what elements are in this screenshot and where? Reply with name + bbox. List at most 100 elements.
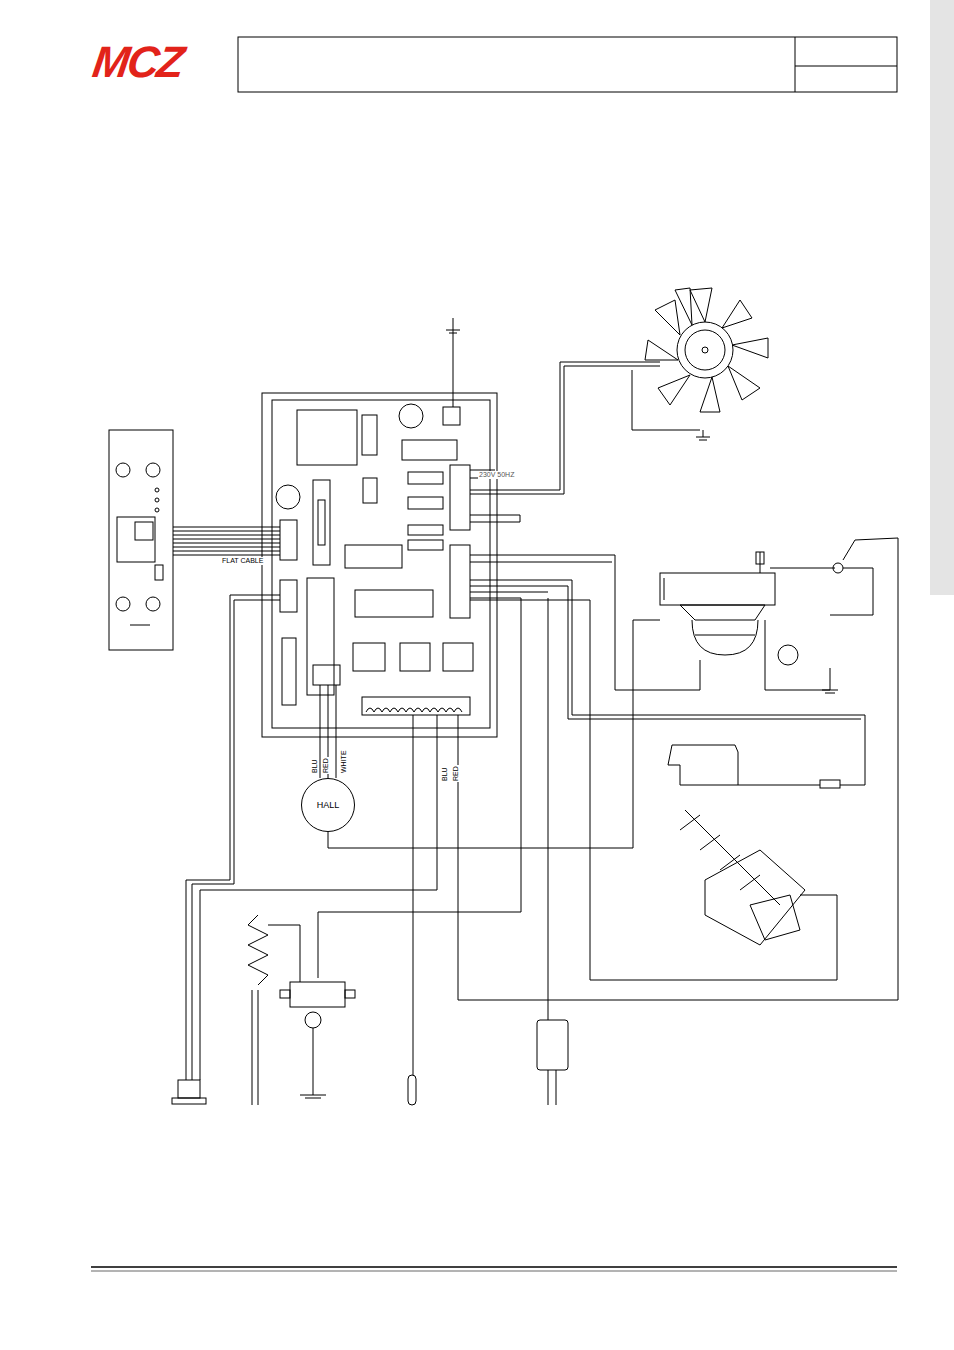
wire-color-label: RED bbox=[452, 765, 460, 782]
auger-motor bbox=[820, 780, 840, 788]
fan bbox=[658, 375, 690, 405]
auger-motor bbox=[470, 586, 861, 719]
footer-rule bbox=[91, 1267, 897, 1271]
voltage-label: 230V 50HZ bbox=[478, 471, 515, 479]
flat-cable bbox=[173, 551, 280, 552]
control-board bbox=[408, 540, 443, 550]
control-board bbox=[262, 393, 497, 737]
exhaust-motor bbox=[664, 578, 665, 600]
control-board bbox=[353, 643, 385, 671]
fan bbox=[690, 288, 712, 322]
exhaust-motor bbox=[458, 538, 898, 1000]
control-board bbox=[262, 393, 497, 737]
terminal-wires bbox=[537, 1020, 568, 1070]
pressure-switch bbox=[313, 1028, 314, 1095]
fan bbox=[703, 430, 704, 437]
terminal-wires bbox=[200, 715, 437, 1080]
fan bbox=[700, 377, 720, 412]
exhaust-motor bbox=[680, 605, 765, 620]
terminal-wires bbox=[470, 598, 521, 599]
wire-color-label: WHITE bbox=[340, 749, 348, 774]
control-board bbox=[443, 407, 460, 425]
fan bbox=[732, 338, 768, 358]
auger-motor bbox=[680, 810, 780, 905]
flat-cable bbox=[173, 539, 280, 540]
exhaust-motor bbox=[830, 668, 831, 690]
pressure-switch bbox=[280, 990, 290, 998]
display-panel bbox=[117, 517, 155, 562]
control-board bbox=[355, 590, 433, 617]
fan bbox=[470, 494, 564, 495]
display-panel bbox=[146, 463, 160, 477]
cable-label: FLAT CABLE bbox=[221, 557, 264, 565]
auger-motor bbox=[470, 600, 837, 980]
serial-connector bbox=[178, 1080, 200, 1098]
control-board bbox=[280, 520, 297, 560]
control-board bbox=[276, 485, 300, 509]
terminal-wires bbox=[556, 1070, 557, 1105]
side-tab bbox=[930, 0, 954, 595]
control-board bbox=[450, 545, 470, 618]
control-board bbox=[313, 665, 340, 685]
pressure-switch bbox=[305, 1012, 321, 1028]
exhaust-motor bbox=[825, 693, 835, 694]
auger-motor bbox=[668, 745, 738, 785]
ground-symbol bbox=[453, 318, 454, 407]
side-tab bbox=[930, 0, 954, 595]
pressure-switch bbox=[248, 915, 355, 1105]
control-board bbox=[408, 497, 443, 509]
control-board bbox=[362, 415, 377, 455]
control-board bbox=[307, 578, 334, 695]
terminal-wires bbox=[470, 592, 548, 593]
pressure-switch bbox=[248, 915, 268, 985]
terminal-wires bbox=[548, 1070, 549, 1105]
flat-cable bbox=[173, 543, 280, 544]
display-panel bbox=[109, 430, 173, 650]
control-board bbox=[408, 525, 443, 535]
display-panel bbox=[155, 488, 159, 492]
fan bbox=[470, 515, 520, 522]
header-frame bbox=[238, 37, 897, 92]
exhaust-motor bbox=[770, 568, 835, 569]
pressure-switch bbox=[268, 925, 300, 982]
exhaust-motor bbox=[756, 552, 764, 564]
terminal-wires bbox=[408, 1075, 416, 1105]
display-panel bbox=[109, 430, 173, 650]
pressure-switch bbox=[300, 1095, 326, 1096]
node-text: HALL bbox=[317, 800, 340, 810]
flat-cable bbox=[173, 555, 280, 556]
control-board bbox=[318, 500, 325, 545]
auger-motor bbox=[470, 580, 865, 785]
fan bbox=[655, 300, 680, 335]
hall-sensor: HALL bbox=[301, 778, 355, 832]
flat-cable bbox=[173, 527, 280, 528]
fan bbox=[699, 440, 707, 441]
hall-wires bbox=[336, 685, 337, 778]
ground-symbol bbox=[446, 318, 460, 407]
control-board bbox=[363, 478, 377, 503]
exhaust-motor bbox=[830, 568, 873, 615]
control-board bbox=[280, 580, 297, 612]
display-panel bbox=[135, 522, 153, 540]
auger-motor bbox=[470, 580, 865, 980]
exhaust-motor bbox=[695, 635, 755, 636]
display-panel bbox=[116, 463, 130, 477]
hall-wires bbox=[328, 620, 660, 848]
control-board bbox=[399, 404, 423, 428]
display-panel bbox=[146, 597, 160, 611]
control-board bbox=[366, 708, 462, 712]
exhaust-motor bbox=[470, 555, 700, 690]
control-board bbox=[362, 697, 470, 715]
pressure-switch bbox=[252, 990, 253, 1105]
control-board bbox=[345, 545, 402, 568]
fan bbox=[632, 370, 700, 430]
control-board bbox=[450, 465, 470, 530]
terminal-wires bbox=[200, 592, 568, 1105]
terminal-wires bbox=[548, 598, 549, 1020]
pressure-switch bbox=[290, 982, 345, 1007]
display-panel bbox=[130, 625, 150, 626]
exhaust-motor bbox=[470, 562, 612, 563]
exhaust-motor bbox=[778, 645, 798, 665]
exhaust-motor bbox=[833, 563, 843, 573]
